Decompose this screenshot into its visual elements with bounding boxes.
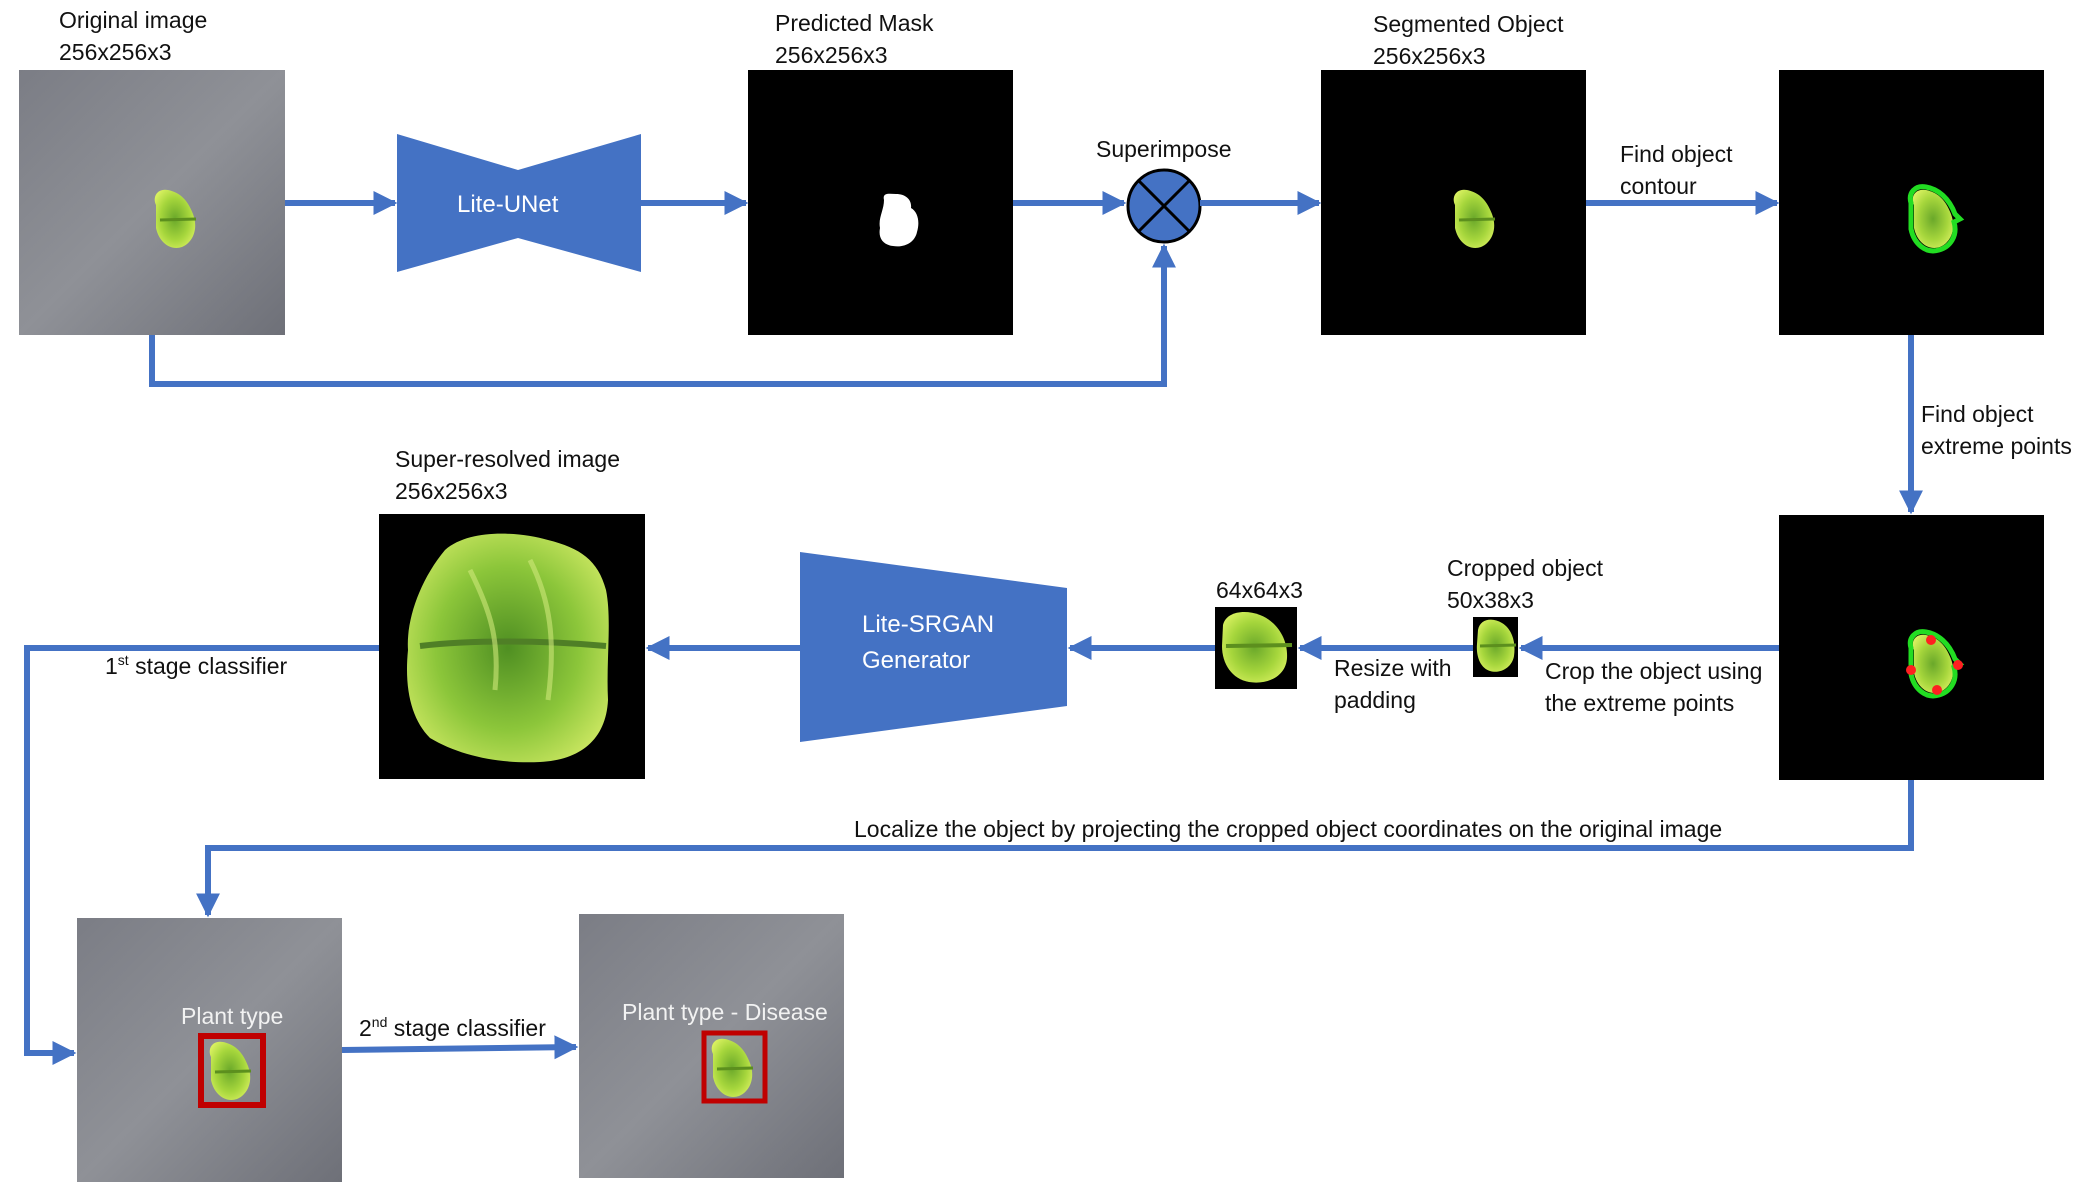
find-extreme-label-2: extreme points [1921, 433, 2072, 459]
cropped-object-size: 50x38x3 [1447, 587, 1534, 613]
superimpose-label: Superimpose [1096, 136, 1232, 162]
bounding-box [701, 1030, 768, 1104]
lite-srgan-label-1: Lite-SRGAN [862, 611, 995, 638]
predicted-mask-size: 256x256x3 [775, 42, 888, 68]
lite-unet-label: Lite-UNet [457, 191, 559, 218]
plant-type-label: Plant type [181, 1003, 284, 1029]
arrow [149, 243, 1176, 387]
lite-unet-block-shape [397, 134, 641, 272]
find-extreme-label-1: Find object [1921, 401, 2034, 427]
resize-label-1: Resize with [1334, 655, 1452, 681]
resize-label-2: padding [1334, 687, 1416, 713]
segmented-object-size: 256x256x3 [1373, 43, 1486, 69]
super-resolved-image [379, 514, 645, 779]
object-contour [1907, 184, 1965, 254]
mask-blob [879, 193, 919, 247]
arrow [24, 645, 379, 1065]
original-image-size: 256x256x3 [59, 39, 172, 65]
arrow [196, 780, 1914, 918]
bounding-box [198, 1033, 266, 1108]
plant-disease-label: Plant type - Disease [622, 999, 828, 1025]
segmented-object-title: Segmented Object [1373, 11, 1564, 37]
original-image-title: Original image [59, 7, 208, 33]
extreme-point [1953, 660, 1963, 670]
superimpose-icon [1126, 168, 1202, 244]
super-resolved-title: Super-resolved image [395, 446, 621, 472]
localize-label: Localize the object by projecting the cr… [854, 816, 1723, 842]
crop-label-1: Crop the object using [1545, 658, 1763, 684]
final-image [579, 914, 844, 1178]
find-contour-label-2: contour [1620, 173, 1697, 199]
lite-srgan-label-2: Generator [862, 647, 971, 674]
lite-srgan-block [800, 552, 1067, 742]
first-stage-classifier-label: 1st stage classifier [105, 652, 288, 679]
resized-object-image [1215, 607, 1297, 689]
contour-image [1779, 70, 2044, 335]
localized-image [77, 918, 342, 1182]
original-image [19, 70, 285, 335]
crop-label-2: the extreme points [1545, 690, 1735, 716]
predicted-mask-image [748, 70, 1013, 335]
second-stage-classifier-label: 2nd stage classifier [359, 1014, 546, 1041]
extreme-points-image [1779, 515, 2044, 780]
extreme-point [1906, 665, 1916, 675]
cropped-object-title: Cropped object [1447, 555, 1603, 581]
segmented-object-image [1321, 70, 1586, 335]
arrow [341, 1035, 579, 1060]
extreme-point [1932, 685, 1942, 695]
resized-object-size: 64x64x3 [1216, 577, 1303, 603]
leaf-icon [154, 189, 197, 248]
predicted-mask-title: Predicted Mask [775, 10, 934, 36]
find-contour-label-1: Find object [1620, 141, 1733, 167]
extreme-point [1926, 635, 1936, 645]
super-resolved-size: 256x256x3 [395, 478, 508, 504]
leaf-icon [1453, 189, 1496, 248]
cropped-object-image [1473, 617, 1518, 677]
